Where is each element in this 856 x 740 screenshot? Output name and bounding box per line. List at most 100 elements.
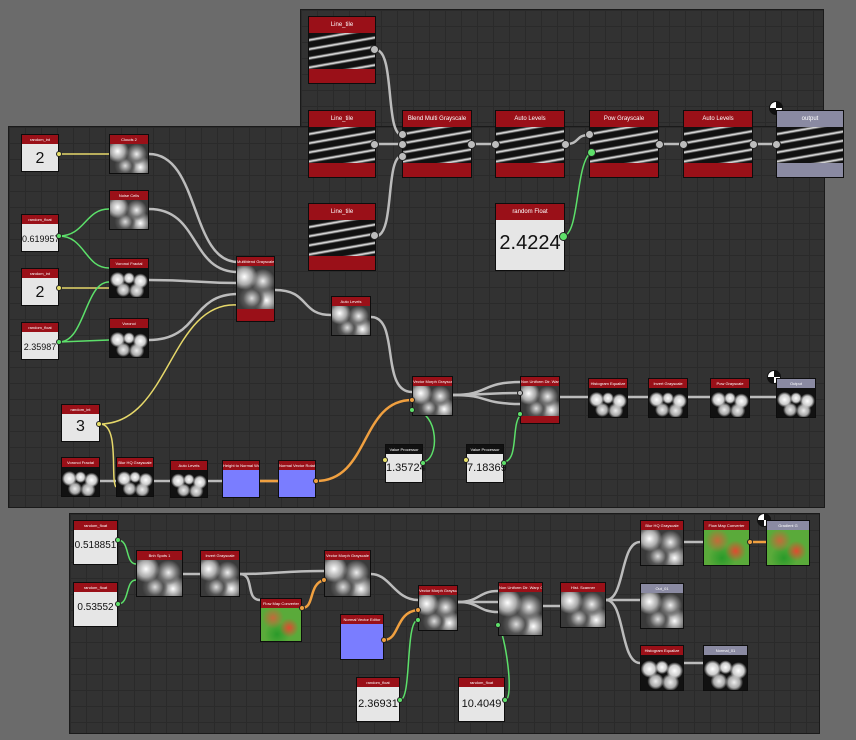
node-title: Invert Grayscale bbox=[205, 553, 235, 558]
normal-vector-rotation-node[interactable]: Normal Vector Rotation bbox=[278, 460, 316, 498]
vector-morph-node[interactable]: Vector Morph Grayscale bbox=[412, 376, 453, 416]
hist-scanner-node[interactable]: Hist. Scanner bbox=[560, 582, 606, 628]
voronoi-fractal-node-2[interactable]: Voronoi Fractal bbox=[61, 457, 100, 497]
line-tile-node-3[interactable]: Line_tile bbox=[308, 203, 376, 271]
input-port[interactable] bbox=[398, 140, 407, 149]
input-port[interactable] bbox=[463, 457, 469, 463]
input-port[interactable] bbox=[679, 140, 688, 149]
clouds-node[interactable]: Clouds 2 bbox=[109, 134, 149, 174]
output-port[interactable] bbox=[561, 140, 570, 149]
random-float-node-1[interactable]: random_float 0.619957 bbox=[21, 214, 60, 252]
random-float-node-b2[interactable]: random_float 0.53552 bbox=[73, 582, 118, 627]
input-port[interactable] bbox=[398, 152, 407, 161]
input-port[interactable] bbox=[409, 407, 415, 413]
non-uniform-warp-node[interactable]: Non Uniform Dir. Warp G... bbox=[520, 376, 560, 424]
output-port[interactable] bbox=[749, 140, 758, 149]
input-port[interactable] bbox=[409, 397, 415, 403]
blend-multi-grayscale-node[interactable]: Blend Multi Grayscale bbox=[402, 110, 472, 178]
blur-hq-node[interactable]: Blur HQ Grayscale bbox=[116, 457, 154, 497]
value-processor-node-2[interactable]: Value Processor 7.18369 bbox=[466, 444, 507, 483]
bnh-spots-node[interactable]: Bnh Spots 1 bbox=[136, 550, 183, 597]
input-port[interactable] bbox=[517, 390, 523, 396]
output-node[interactable]: output bbox=[776, 110, 844, 178]
pow-grayscale-node-mid[interactable]: Pow Grayscale bbox=[710, 378, 750, 418]
auto-levels-node[interactable]: Auto Levels bbox=[331, 296, 371, 336]
flow-map-converter-node[interactable]: Flow Map Converter bbox=[260, 598, 302, 642]
output-port[interactable] bbox=[56, 339, 62, 345]
input-port[interactable] bbox=[495, 622, 501, 628]
vector-morph-node-b2[interactable]: Vector Morph Grayscale bbox=[418, 585, 458, 631]
output-port[interactable] bbox=[56, 285, 62, 291]
output-port[interactable] bbox=[501, 460, 507, 466]
input-port[interactable] bbox=[415, 617, 421, 623]
node-value: 2 bbox=[35, 284, 45, 301]
random-int-node-3[interactable]: random_int 3 bbox=[61, 404, 100, 442]
output-port[interactable] bbox=[56, 151, 62, 157]
output-port[interactable] bbox=[397, 697, 403, 703]
line-tile-node-1[interactable]: Line_tile bbox=[308, 16, 376, 84]
output-port[interactable] bbox=[502, 697, 508, 703]
output-port[interactable] bbox=[56, 233, 62, 239]
value-processor-node-1[interactable]: Value Processor 1.35724 bbox=[385, 444, 426, 483]
pow-grayscale-node[interactable]: Pow Grayscale bbox=[589, 110, 659, 178]
input-port[interactable] bbox=[517, 411, 523, 417]
invert-grayscale-node[interactable]: Invert Grayscale bbox=[648, 378, 688, 418]
auto-levels-node-b[interactable]: Auto Levels bbox=[170, 460, 208, 498]
input-port[interactable] bbox=[491, 140, 500, 149]
input-port[interactable] bbox=[398, 130, 407, 139]
flow-map-converter-node-b[interactable]: Flow Map Converter bbox=[703, 520, 750, 566]
random-float-node-2[interactable]: random_float 2.35987 bbox=[21, 322, 59, 360]
random-float-node-b1[interactable]: random_float 0.518851 bbox=[73, 520, 118, 565]
node-title: Histogram Equalize bbox=[590, 381, 626, 386]
histogram-equalize-node[interactable]: Histogram Equalize bbox=[588, 378, 628, 418]
multiblend-grayscale-node[interactable]: Multiblend Grayscale bbox=[236, 256, 275, 322]
normal-vector-editor-node[interactable]: Normal Vector Editor bbox=[340, 614, 384, 660]
noise-cells-node[interactable]: Noise Cells bbox=[109, 190, 149, 230]
histogram-equalize-node-b[interactable]: Histogram Equalize bbox=[640, 645, 684, 691]
output-port[interactable] bbox=[370, 45, 379, 54]
auto-levels-node-1[interactable]: Auto Levels bbox=[495, 110, 565, 178]
height-to-normal-node[interactable]: Height to Normal World... bbox=[222, 460, 260, 498]
gradient-output-node[interactable]: Gradient G bbox=[766, 520, 810, 566]
node-title: Out_01 bbox=[655, 586, 669, 591]
output-node-mid[interactable]: Output bbox=[776, 378, 816, 418]
output-port[interactable] bbox=[370, 231, 379, 240]
input-port[interactable] bbox=[382, 457, 388, 463]
input-port[interactable] bbox=[772, 140, 781, 149]
output-port[interactable] bbox=[559, 232, 568, 241]
random-float-node-b3[interactable]: random_float 2.36931 bbox=[356, 677, 400, 722]
voronoi-node[interactable]: Voronoi bbox=[109, 318, 149, 358]
output-port[interactable] bbox=[299, 605, 305, 611]
random-float-node-b4[interactable]: random_float 10.4049 bbox=[458, 677, 505, 722]
node-title: Noise Cells bbox=[118, 193, 140, 198]
normal-output-node[interactable]: Normal_01 bbox=[703, 645, 748, 691]
random-float-node[interactable]: random Float 2.4224 bbox=[495, 203, 565, 271]
output-port[interactable] bbox=[115, 537, 121, 543]
input-port[interactable] bbox=[415, 607, 421, 613]
input-port[interactable] bbox=[587, 148, 596, 157]
output-port[interactable] bbox=[655, 140, 664, 149]
output-port[interactable] bbox=[420, 460, 426, 466]
voronoi-fractal-node[interactable]: Voronoi Fractal bbox=[109, 258, 149, 298]
output-port[interactable] bbox=[370, 140, 379, 149]
vector-morph-node-b1[interactable]: Vector Morph Grayscale bbox=[324, 550, 371, 597]
random-int-node-2[interactable]: random_int 2 bbox=[21, 268, 59, 306]
auto-levels-node-2[interactable]: Auto Levels bbox=[683, 110, 753, 178]
output-port[interactable] bbox=[313, 478, 319, 484]
input-port[interactable] bbox=[585, 130, 594, 139]
output-port[interactable] bbox=[96, 421, 102, 427]
non-uniform-warp-node-b[interactable]: Non Uniform Dir. Warp G... bbox=[498, 582, 543, 636]
output-port[interactable] bbox=[467, 140, 476, 149]
line-tile-node-2[interactable]: Line_tile bbox=[308, 110, 376, 178]
output-port[interactable] bbox=[381, 637, 387, 643]
node-title: random_float bbox=[83, 585, 108, 590]
out-a-node[interactable]: Out_01 bbox=[640, 583, 684, 629]
random-int-node-1[interactable]: random_int 2 bbox=[21, 134, 59, 172]
node-value: 0.53552 bbox=[77, 602, 114, 613]
input-port[interactable] bbox=[321, 577, 327, 583]
output-port[interactable] bbox=[747, 539, 753, 545]
invert-grayscale-node-b[interactable]: Invert Grayscale bbox=[200, 550, 240, 597]
blur-hq-node-b[interactable]: Blur HQ Grayscale bbox=[640, 520, 684, 566]
node-title: Height to Normal World... bbox=[223, 463, 259, 468]
output-port[interactable] bbox=[115, 601, 121, 607]
